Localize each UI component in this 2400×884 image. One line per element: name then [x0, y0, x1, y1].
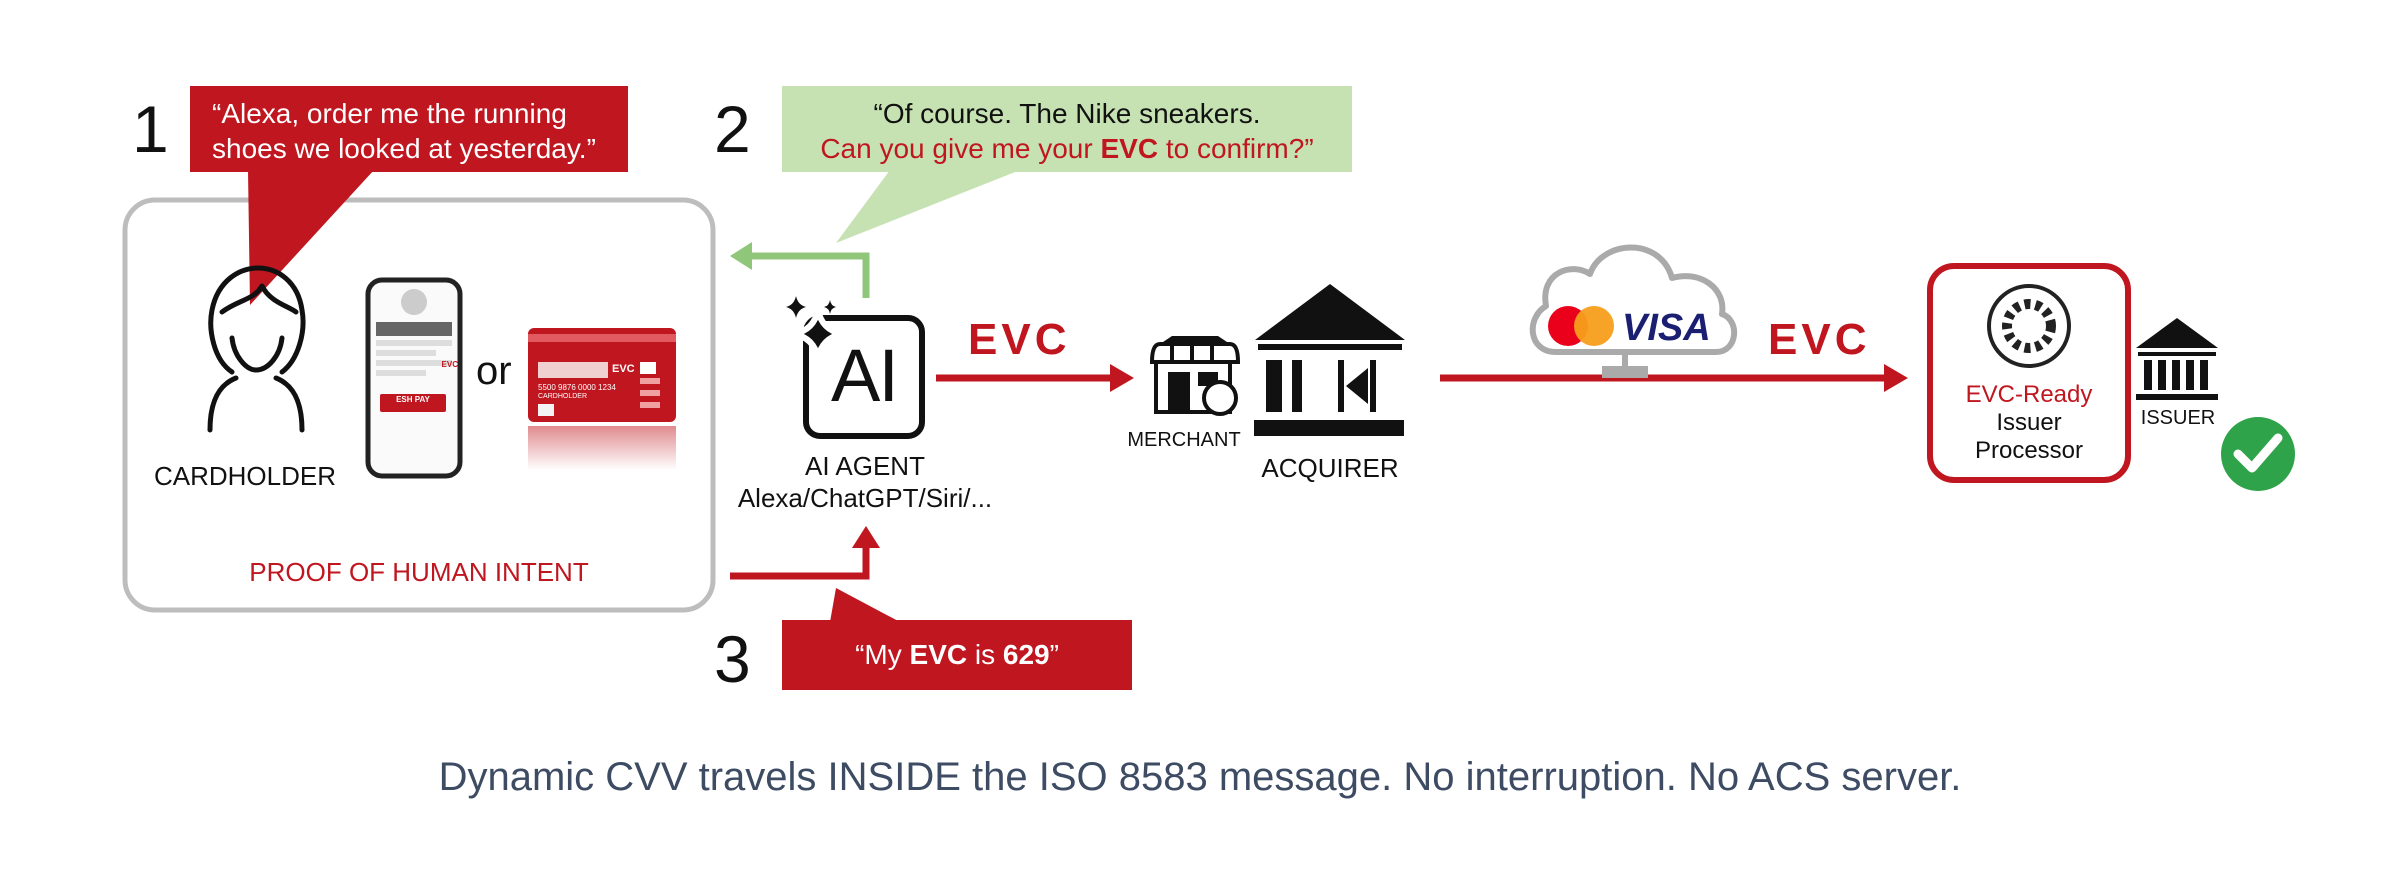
woman-icon [207, 265, 306, 433]
red-arrow-to-processor [1440, 364, 1908, 392]
card-number: 5500 9876 0000 1234 [538, 383, 616, 392]
ai-agent-subtitle: Alexa/ChatGPT/Siri/... [737, 483, 993, 513]
cloud-icon [1529, 244, 1738, 378]
bubble-3-mid: is [967, 639, 1003, 670]
merchant-label: MERCHANT [1127, 429, 1241, 451]
gear-icon [1987, 284, 2071, 368]
bubble-2-line-2: Can you give me your EVC to confirm?” [782, 131, 1352, 166]
ai-agent-title: AI AGENT [805, 451, 925, 481]
issuer-bank-icon [2136, 318, 2218, 400]
ai-sparkle-icon [786, 296, 925, 439]
bubble-2-text: “Of course. The Nike sneakers. Can you g… [782, 96, 1352, 166]
evc-label-2: EVC [1768, 315, 1871, 364]
red-arrow-to-merchant [936, 364, 1134, 392]
red-arrow-to-ai-agent [730, 526, 880, 580]
bubble-2-evc: EVC [1100, 133, 1159, 164]
bubble-2-line-2-pre: Can you give me your [820, 133, 1101, 164]
phone-evc-text: EVC [441, 360, 458, 369]
bubble-1-text: “Alexa, order me the running shoes we lo… [212, 98, 596, 164]
cardholder-box [122, 197, 716, 613]
bubble-3-text: “My EVC is 629” [782, 637, 1132, 672]
cardholder-label: CARDHOLDER [153, 461, 337, 491]
processor-box [1927, 263, 2131, 483]
ai-icon-text: AI [831, 334, 899, 417]
proof-of-human-intent-label: PROOF OF HUMAN INTENT [249, 557, 589, 587]
processor-line-3: Processor [1974, 437, 2084, 464]
caption: Dynamic CVV travels INSIDE the ISO 8583 … [438, 755, 1962, 799]
card-brand: EVC [612, 363, 635, 375]
bubble-3-pre: “My [855, 639, 910, 670]
store-icon [1149, 336, 1241, 416]
checkmark-icon [2221, 417, 2295, 491]
green-arrow-to-cardholder [730, 242, 870, 298]
phone-pay-button: ESH PAY [396, 395, 430, 404]
step-number-3: 3 [714, 622, 751, 696]
bank-icon [1254, 284, 1405, 436]
bubble-3-post: ” [1049, 639, 1059, 670]
phone-icon [365, 277, 463, 479]
card-holder-name: CARDHOLDER [538, 393, 588, 400]
speech-bubble-3 [782, 588, 1132, 690]
speech-bubble-2 [782, 86, 1352, 243]
issuer-label: ISSUER [2140, 407, 2216, 429]
bubble-2-line-2-post: to confirm?” [1158, 133, 1314, 164]
step-number-2: 2 [714, 92, 751, 166]
bubble-3-evc: EVC [909, 639, 968, 670]
bubble-3-code: 629 [1002, 639, 1050, 670]
acquirer-label: ACQUIRER [1261, 453, 1399, 483]
processor-line-1: EVC-Ready [1965, 381, 2093, 408]
step-number-1: 1 [132, 92, 169, 166]
credit-card-icon [528, 328, 676, 470]
bubble-2-line-1: “Of course. The Nike sneakers. [873, 98, 1261, 129]
processor-line-2: Issuer [1996, 409, 2062, 436]
evc-label-1: EVC [968, 315, 1071, 364]
or-label: or [476, 349, 512, 393]
visa-logo: VISA [1622, 307, 1711, 349]
